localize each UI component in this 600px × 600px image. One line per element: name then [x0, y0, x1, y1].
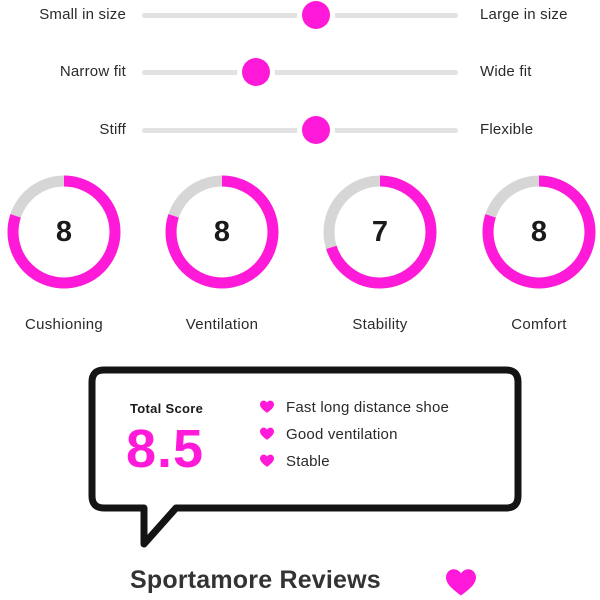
slider-size-track[interactable]: [142, 13, 458, 18]
heart-icon: [260, 400, 274, 413]
gauge-value-ventilation: 8: [213, 216, 231, 248]
slider-fit-track[interactable]: [142, 70, 458, 75]
gauge-label-cushioning: Cushioning: [24, 316, 104, 333]
gauge-ring-ventilation: [165, 175, 279, 289]
list-item: Fast long distance shoe: [260, 399, 449, 426]
highlight-text: Stable: [286, 453, 330, 470]
list-item: Stable: [260, 453, 449, 480]
list-item: Good ventilation: [260, 426, 449, 453]
slider-flex-left-label: Stiff: [99, 121, 126, 138]
slider-fit-left-label: Narrow fit: [59, 63, 126, 80]
gauge-label-comfort: Comfort: [511, 316, 567, 333]
rating-gauge-comfort: 8: [477, 170, 600, 294]
total-score-value: 8.5: [126, 419, 205, 479]
heart-icon: [260, 454, 274, 467]
rating-gauge-stability: 7: [318, 170, 442, 294]
heart-icon: [446, 569, 476, 596]
slider-fit: Narrow fit Wide fit: [0, 57, 600, 87]
rating-gauge-cushioning: 8: [2, 170, 126, 294]
highlight-text: Fast long distance shoe: [286, 399, 450, 416]
heart-icon: [260, 427, 274, 440]
highlights-list: Fast long distance shoe Good ventilation…: [260, 399, 449, 480]
gauge-fill: [7, 175, 121, 289]
brand-name: Sportamore Reviews: [130, 566, 381, 594]
gauge-fill: [482, 175, 596, 289]
total-score-label: Total Score: [130, 401, 204, 416]
gauge-label-ventilation: Ventilation: [185, 316, 259, 333]
highlight-text: Good ventilation: [286, 426, 398, 443]
gauge-label-stability: Stability: [352, 316, 408, 333]
slider-size-right-label: Large in size: [480, 6, 568, 23]
slider-flex-right-label: Flexible: [480, 121, 534, 138]
slider-size: Small in size Large in size: [0, 0, 600, 30]
slider-fit-right-label: Wide fit: [480, 63, 532, 80]
slider-size-thumb[interactable]: [301, 1, 330, 29]
slider-flex-thumb[interactable]: [301, 116, 330, 144]
slider-flex-track[interactable]: [142, 128, 458, 133]
gauge-value-stability: 7: [371, 216, 389, 248]
gauge-value-comfort: 8: [530, 216, 548, 248]
gauge-value-cushioning: 8: [55, 216, 73, 248]
gauge-fill: [323, 175, 437, 289]
slider-fit-thumb[interactable]: [241, 58, 270, 86]
gauge-fill: [165, 175, 279, 289]
slider-flex: Stiff Flexible: [0, 115, 600, 145]
gauge-ring-comfort: [482, 175, 596, 289]
gauge-ring-cushioning: [7, 175, 121, 289]
slider-size-left-label: Small in size: [39, 6, 126, 23]
gauge-ring-stability: [323, 175, 437, 289]
rating-gauge-ventilation: 8: [160, 170, 284, 294]
